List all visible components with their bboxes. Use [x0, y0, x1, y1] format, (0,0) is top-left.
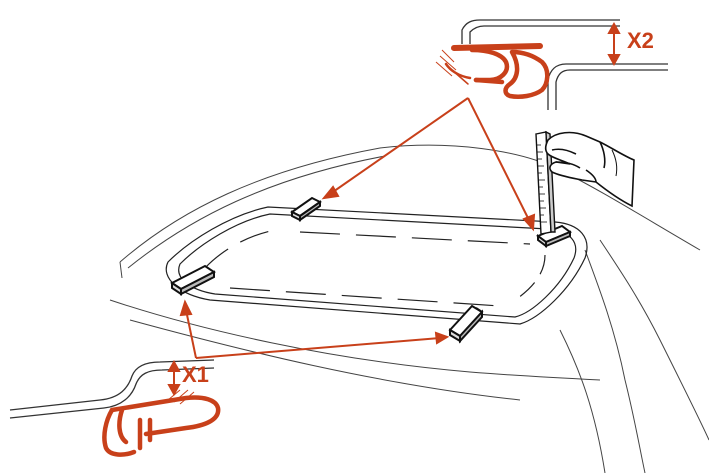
- x2-dimension-arrow: [607, 21, 621, 67]
- arrow-x2-to-rear-left-pad: [329, 97, 469, 195]
- measuring-ruler: [535, 130, 556, 235]
- front-edge-profile-icon: [9, 359, 221, 457]
- x1-dimension-arrow: [167, 359, 181, 397]
- callout-arrows: [179, 97, 536, 359]
- arrow-x2-to-rear-right-pad: [467, 97, 531, 223]
- arrow-x1-to-front-left-pad: [185, 309, 197, 359]
- x1-label: X1: [182, 362, 209, 387]
- hand-outline: [544, 131, 635, 208]
- x2-label: X2: [627, 28, 654, 53]
- rear-seal-section: [444, 43, 550, 99]
- hand-holding-ruler-icon: [535, 130, 635, 235]
- sunroof-opening: [165, 206, 588, 325]
- gauge-pad-front-left: [170, 264, 216, 296]
- front-seal-section: [102, 395, 221, 457]
- gauge-pad-front-right: [448, 304, 484, 344]
- arrow-x1-to-front-right-pad: [195, 337, 441, 359]
- rear-edge-profile-icon: [435, 19, 668, 110]
- gauge-pad-rear-left: [290, 196, 322, 222]
